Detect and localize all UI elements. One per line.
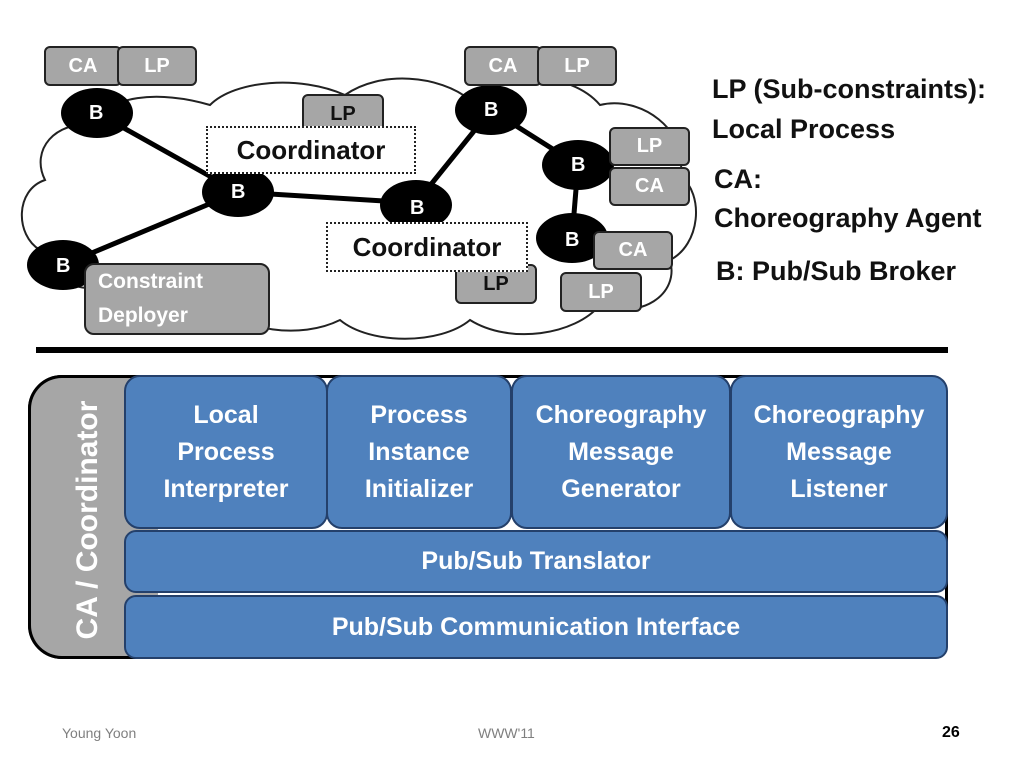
legend-lp-title: LP (Sub-constraints): (712, 74, 987, 104)
lp-tag[interactable]: LP (537, 46, 617, 86)
local-process-interpreter-block[interactable]: Local Process Interpreter (124, 375, 328, 529)
coordinator-box[interactable]: Coordinator (206, 126, 416, 174)
legend-lp-desc: Local Process (712, 114, 896, 144)
broker-label: B (571, 154, 585, 176)
constraint-deployer-box[interactable]: Constraint Deployer (84, 263, 270, 335)
choreography-message-listener-block[interactable]: Choreography Message Listener (730, 375, 948, 529)
broker-node[interactable] (380, 180, 452, 230)
ca-tag[interactable]: CA (44, 46, 122, 86)
ca-tag[interactable]: CA (609, 167, 690, 206)
coordinator-box[interactable]: Coordinator (326, 222, 528, 272)
process-instance-initializer-block[interactable]: Process Instance Initializer (326, 375, 512, 529)
side-label: CA / Coordinator (71, 400, 104, 640)
ca-tag[interactable]: CA (593, 231, 673, 270)
divider (36, 347, 948, 353)
footer-venue: WWW'11 (478, 725, 535, 741)
choreography-message-generator-block[interactable]: Choreography Message Generator (511, 375, 731, 529)
broker-node[interactable] (202, 167, 274, 217)
legend-ca-desc: Choreography Agent (714, 203, 982, 233)
broker-label: B (565, 229, 579, 251)
broker-label: B (56, 255, 70, 277)
lp-tag[interactable]: LP (609, 127, 690, 166)
broker-label: B (484, 99, 498, 121)
page-number: 26 (942, 724, 960, 741)
broker-labels: B B B B B B B (56, 99, 585, 277)
broker-node[interactable] (542, 140, 614, 190)
broker-label: B (89, 102, 103, 124)
broker-nodes (27, 85, 614, 290)
legend-b-desc: B: Pub/Sub Broker (716, 256, 957, 286)
broker-node[interactable] (27, 240, 99, 290)
footer-author: Young Yoon (62, 725, 137, 741)
pubsub-communication-interface-block[interactable]: Pub/Sub Communication Interface (124, 595, 948, 659)
broker-label: B (231, 181, 245, 203)
broker-node[interactable] (536, 213, 608, 263)
broker-node[interactable] (455, 85, 527, 135)
lp-tag[interactable]: LP (560, 272, 642, 312)
lp-tag[interactable]: LP (117, 46, 197, 86)
broker-node[interactable] (61, 88, 133, 138)
legend-ca-title: CA: (714, 164, 762, 194)
ca-tag[interactable]: CA (464, 46, 542, 86)
pubsub-translator-block[interactable]: Pub/Sub Translator (124, 530, 948, 593)
broker-label: B (410, 197, 424, 219)
